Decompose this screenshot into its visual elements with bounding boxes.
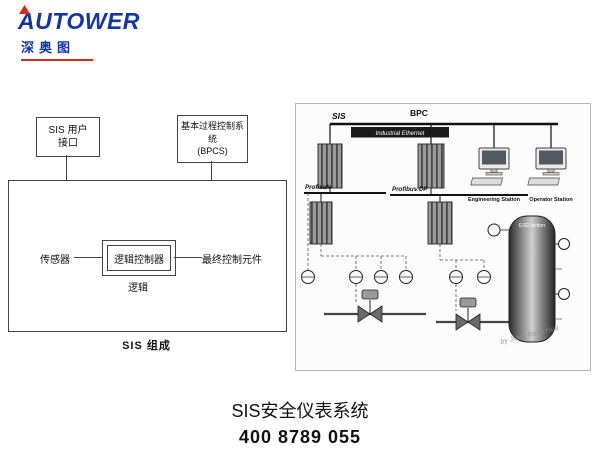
sis-bpc-system-image: SIS BPC Industrial Ethernet: [295, 103, 591, 371]
instrument-tag: [558, 238, 570, 250]
brand-text: AUTOWER: [18, 8, 140, 34]
diagram-caption: SIS 组成: [122, 340, 171, 352]
operator-station-computer: [527, 147, 567, 186]
phone-number: 400 8789 055: [238, 427, 362, 447]
logo-underline: [21, 59, 93, 61]
industrial-ethernet-label: Industrial Ethernet: [376, 131, 425, 137]
instrument-tag: [477, 270, 491, 284]
connector-bpcs: [211, 161, 212, 180]
connector-sensor-controller: [74, 257, 102, 258]
control-valve-left: [357, 289, 383, 323]
logic-controller-label: 逻辑控制器: [107, 245, 171, 271]
final-control-element-label: 最终控制元件: [202, 255, 262, 266]
sis-io-rack: [309, 201, 333, 245]
industrial-ethernet-bar: Industrial Ethernet: [351, 127, 449, 138]
profibus-dp-label: Profibus DP: [392, 186, 428, 193]
instrument-tag: [301, 270, 315, 284]
profisafe-label: Profisafe: [305, 184, 332, 191]
bpcs-line1: 基本过程控制系统: [180, 121, 244, 144]
field-instrument-tags: [301, 270, 491, 284]
sis-controller-rack: [317, 143, 343, 189]
autower-logo[interactable]: AUTOWER 深奥图: [18, 5, 140, 61]
logo-red-accent-icon: [19, 5, 30, 14]
logic-label: 逻辑: [128, 283, 148, 294]
autower-wordmark: AUTOWER: [18, 5, 140, 35]
control-valve-right: [455, 297, 481, 331]
sis-network-label: SIS: [332, 111, 346, 121]
sensor-label: 传感器: [40, 255, 70, 266]
instrument-tag: [449, 270, 463, 284]
engineering-station-label: Engineering Station: [468, 197, 521, 203]
connector-controller-final: [174, 257, 202, 258]
bpc-network-label: BPC: [410, 108, 428, 118]
instrument-tag: [487, 223, 501, 237]
sis-user-interface-box: SIS 用户 接口: [36, 117, 100, 157]
bpc-io-rack: [427, 201, 453, 245]
process-vessel: ESD action: [508, 215, 562, 343]
logo-chinese-name: 深奥图: [21, 40, 76, 55]
bpc-controller-rack: [417, 143, 445, 189]
page-title: SIS安全仪表系统: [231, 401, 369, 421]
esd-action-label: ESD action: [519, 223, 545, 229]
logic-controller-box: 逻辑控制器: [102, 240, 176, 276]
bpcs-line2: (BPCS): [197, 146, 228, 157]
bpcs-box: 基本过程控制系统 (BPCS): [177, 115, 248, 163]
instrument-tag: [399, 270, 413, 284]
vessel-instruments: [487, 223, 570, 300]
instrument-tag: [558, 288, 570, 300]
instrument-tag: [374, 270, 388, 284]
instrument-tag: [349, 270, 363, 284]
system-architecture-svg: SIS BPC Industrial Ethernet: [301, 108, 573, 346]
connector-user-interface: [66, 155, 67, 180]
operator-station-label: Operator Station: [529, 197, 573, 203]
signal-wiring: [307, 193, 485, 311]
engineering-station-computer: [470, 147, 510, 186]
sis-user-interface-line2: 接口: [58, 138, 78, 149]
sis-outer-boundary: [8, 180, 287, 332]
sis-user-interface-line1: SIS 用户: [48, 124, 88, 136]
